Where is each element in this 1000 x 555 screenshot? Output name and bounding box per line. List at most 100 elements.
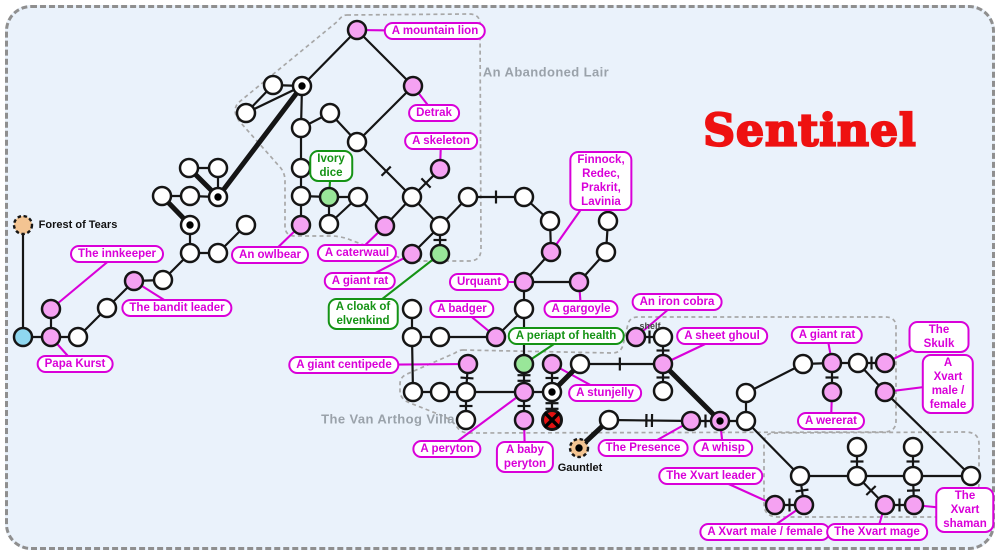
map-node-w32	[455, 381, 477, 403]
map-node-papa-kurst	[40, 326, 62, 348]
map-node-d1	[179, 214, 201, 236]
map-node-peryton	[513, 381, 535, 403]
map-node-stunjelly	[541, 353, 563, 375]
map-node-w44	[846, 436, 868, 458]
map-node-cloak	[429, 243, 451, 265]
map-node-gauntlet-exit	[568, 437, 590, 459]
map-node-w3	[152, 269, 174, 291]
map-node-death	[541, 409, 563, 431]
map-node-xvart-leader	[764, 494, 786, 516]
map-node-centipede	[457, 353, 479, 375]
passage-w12-d3	[244, 84, 304, 115]
map-node-w28	[401, 326, 423, 348]
map-node-w6	[235, 214, 257, 236]
map-node-w23	[539, 210, 561, 232]
map-node-w10	[207, 157, 229, 179]
map-node-w1	[67, 326, 89, 348]
map-node-forest-exit	[12, 214, 34, 236]
map-node-w21	[457, 186, 479, 208]
label-connector	[50, 253, 118, 310]
map-node-skeleton	[429, 158, 451, 180]
map-node-w2	[96, 297, 118, 319]
map-node-w13	[290, 117, 312, 139]
map-node-skulk	[874, 352, 896, 374]
map-node-w26	[513, 298, 535, 320]
door-tick	[460, 376, 474, 380]
map-node-w43	[846, 465, 868, 487]
region-outline-2	[763, 431, 980, 518]
map-node-presence	[680, 410, 702, 432]
map-node-w4	[179, 242, 201, 264]
map-node-w11	[262, 74, 284, 96]
door-tick	[380, 165, 392, 177]
label-connector	[362, 253, 441, 315]
map-node-xvart-mage	[874, 494, 896, 516]
map-node-sheet-ghoul	[652, 353, 674, 375]
map-node-bandit-leader	[123, 270, 145, 292]
map-node-w30	[402, 381, 424, 403]
map-node-caterwaul	[374, 215, 396, 237]
map-node-d3	[291, 75, 313, 97]
label-connector	[446, 391, 525, 450]
label-connector	[356, 28, 436, 33]
map-node-w34	[455, 409, 477, 431]
map-node-w27	[429, 326, 451, 348]
door-tick	[795, 488, 809, 493]
passage-w37-presence	[607, 418, 693, 423]
map-node-baby-peryton	[513, 409, 535, 431]
map-node-w33	[569, 353, 591, 375]
map-node-w45	[902, 436, 924, 458]
map-node-w46	[902, 465, 924, 487]
door-tick	[865, 485, 877, 496]
passage-mountain-lion-d3	[300, 28, 359, 88]
map-node-w24	[597, 210, 619, 232]
label-connector	[710, 475, 776, 506]
passage-w38-w42	[744, 419, 802, 478]
passage-xvart-mf-1-w47	[883, 390, 973, 478]
map-node-giant-rat-2	[821, 352, 843, 374]
passage-w39-w40	[744, 362, 805, 395]
map-node-w8	[179, 185, 201, 207]
map-node-w16	[290, 157, 312, 179]
map-node-badger	[485, 326, 507, 348]
map-node-finnock	[540, 241, 562, 263]
map-node-w18	[347, 186, 369, 208]
map-node-wererat	[821, 381, 843, 403]
map-node-d2	[207, 186, 229, 208]
map-node-w17	[290, 185, 312, 207]
map-node-w15	[346, 131, 368, 153]
map-node-innkeeper	[40, 298, 62, 320]
map-node-w42	[789, 465, 811, 487]
map-node-w37	[598, 409, 620, 431]
map-node-xvart-mf-1	[874, 381, 896, 403]
map-node-periapt	[513, 353, 535, 375]
map-node-whisp	[709, 410, 731, 432]
map-node-ivory-dice	[318, 186, 340, 208]
door-tick	[420, 177, 432, 189]
region-outline-0	[234, 13, 482, 262]
region-outline-1	[399, 316, 897, 434]
map-node-d4	[541, 381, 563, 403]
map-node-w35	[652, 326, 674, 348]
map-node-w19	[318, 213, 340, 235]
map-node-w14	[319, 102, 341, 124]
map-node-w40	[792, 353, 814, 375]
map-node-w41	[847, 352, 869, 374]
map-node-w29	[401, 298, 423, 320]
map-node-w22	[513, 186, 535, 208]
map-node-w7	[151, 185, 173, 207]
passage-sheet-ghoul-whisp	[660, 361, 723, 424]
map-node-mountain-lion	[346, 19, 368, 41]
map-node-w39	[735, 382, 757, 404]
map-node-giant-rat-1	[401, 243, 423, 265]
map-node-w47	[960, 465, 982, 487]
map-node-w5	[207, 242, 229, 264]
map-node-w36	[652, 380, 674, 402]
map-node-w20	[429, 215, 451, 237]
map-node-detrak	[402, 75, 424, 97]
map-node-w38	[735, 410, 757, 432]
passage-detrak-w15	[355, 84, 415, 144]
map-node-w31	[429, 381, 451, 403]
map-node-xvart-shaman	[903, 494, 925, 516]
